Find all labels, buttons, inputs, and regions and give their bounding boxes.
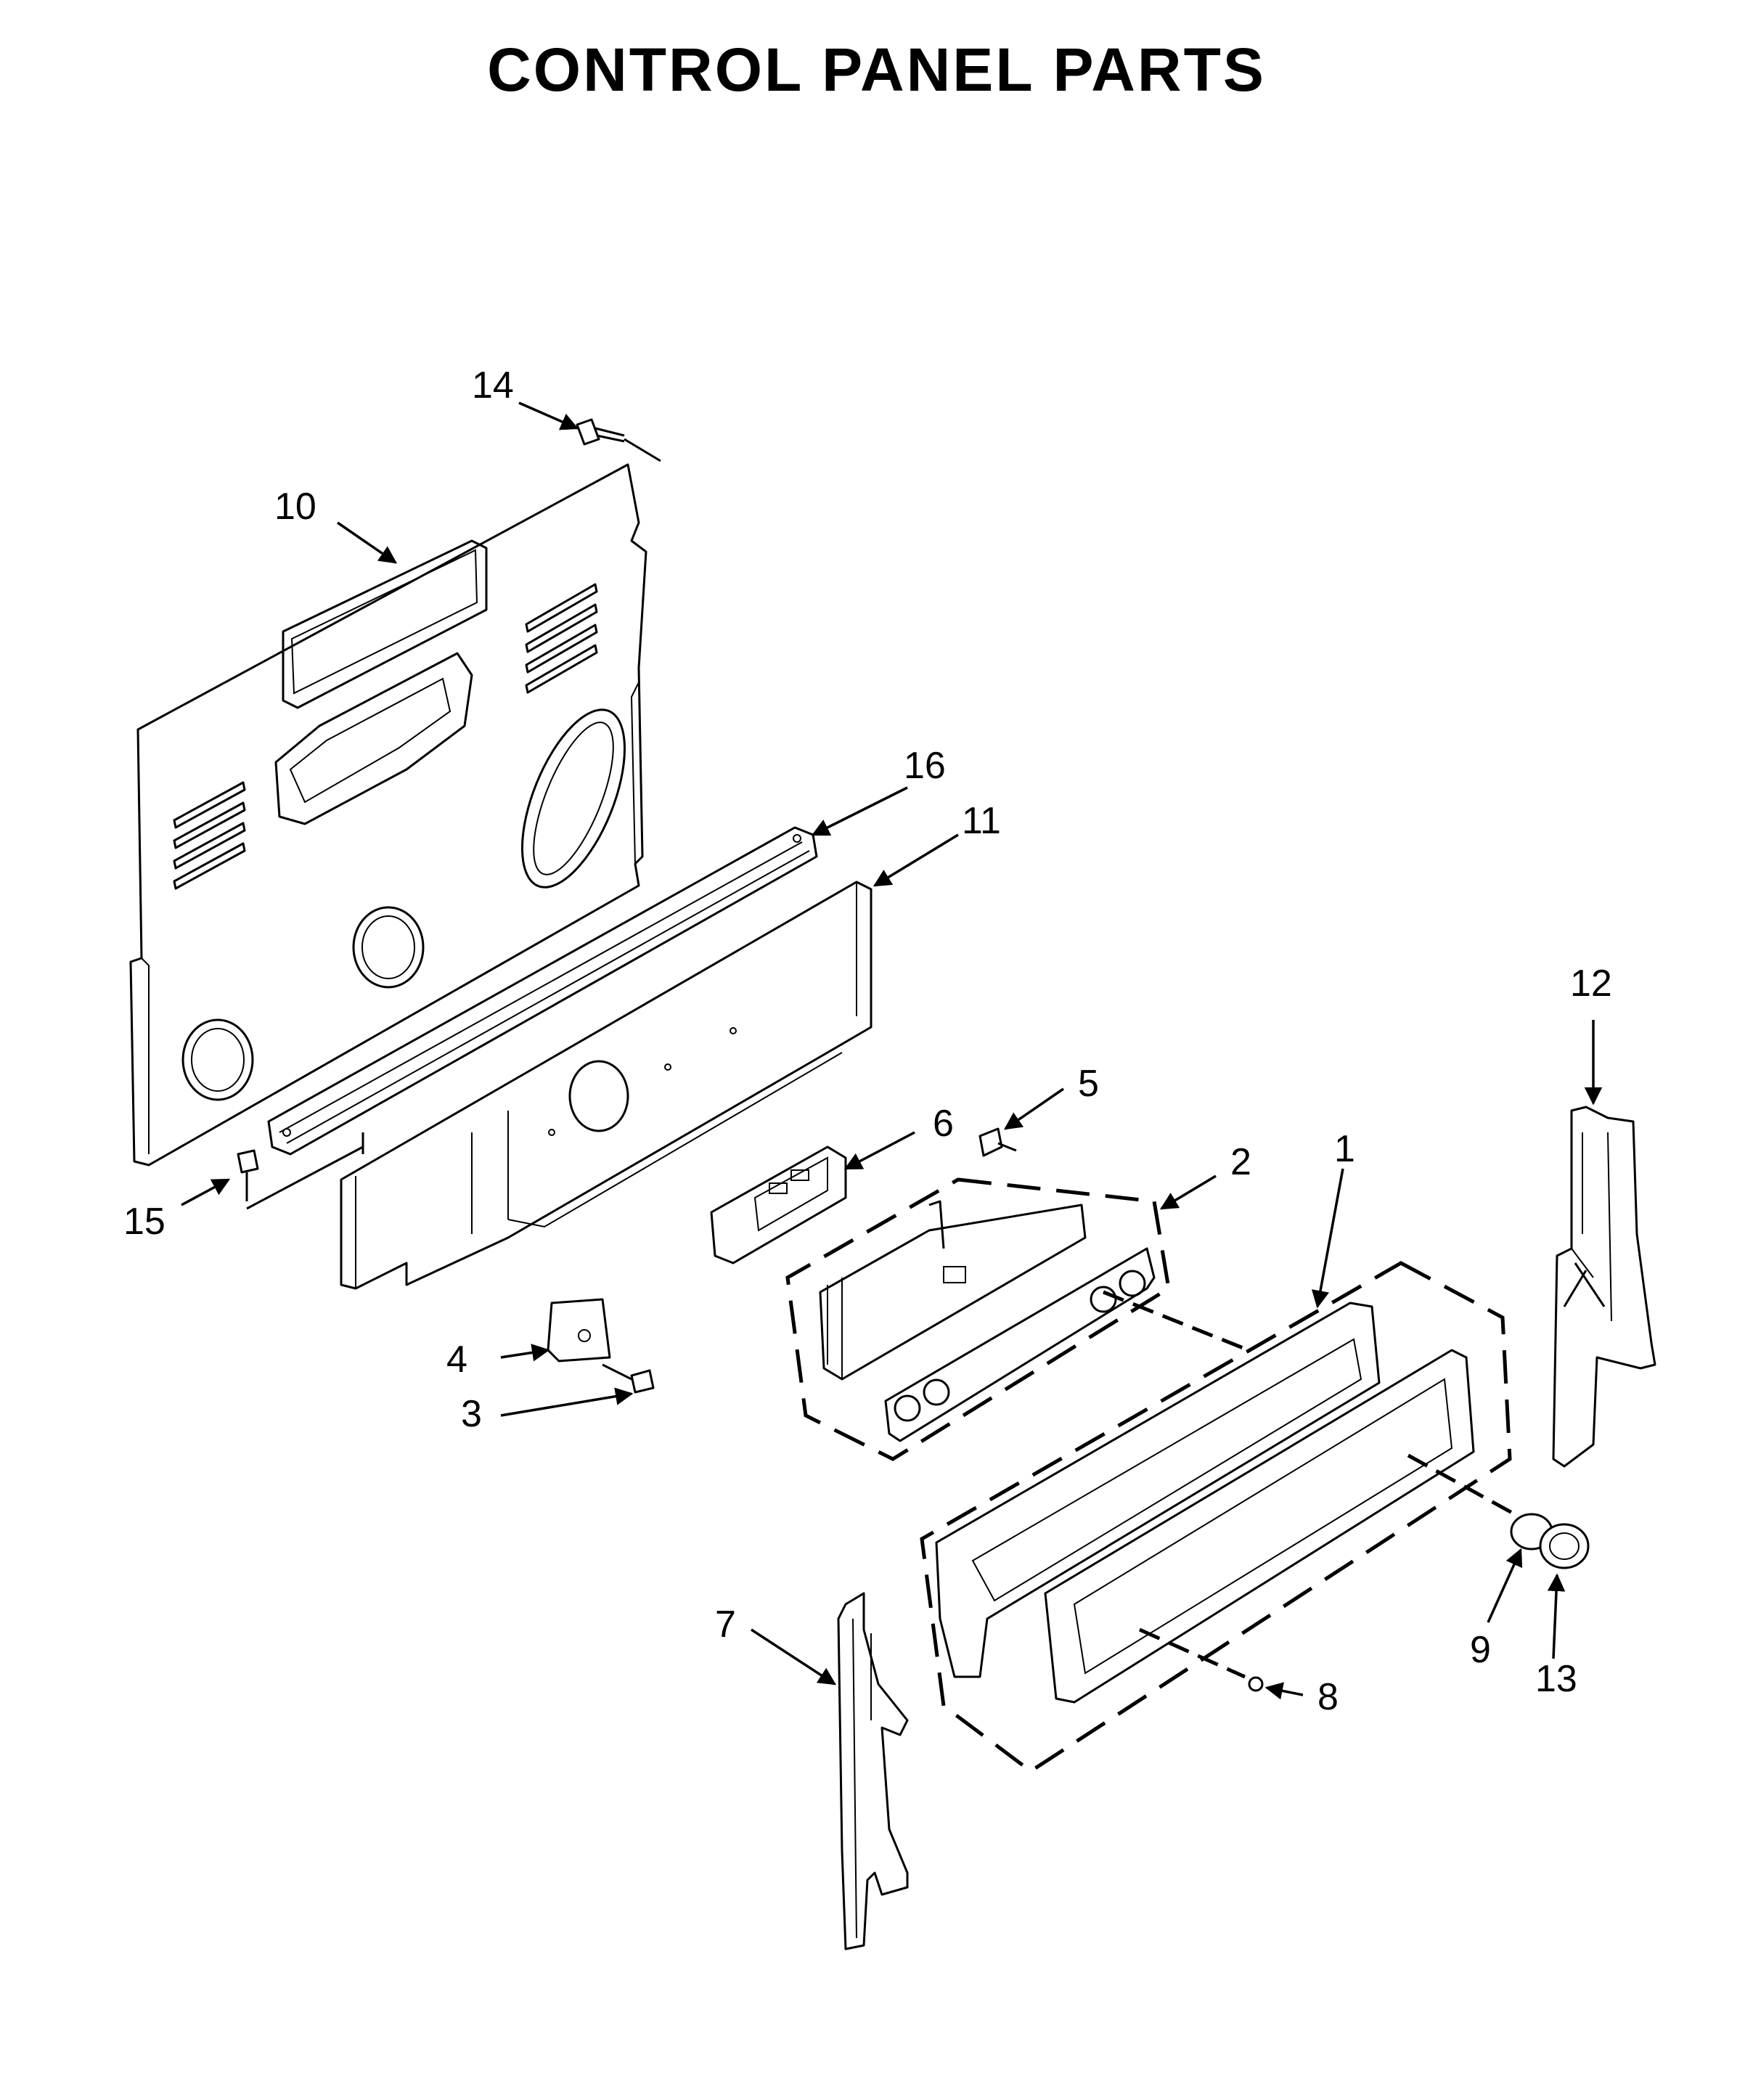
- callout-14: 14: [472, 364, 514, 406]
- callout-8: 8: [1317, 1676, 1339, 1718]
- leader-8: [1264, 1682, 1304, 1700]
- callout-labels: 14 10 16 11 12 5 6 2 1 15 4 3 7 8 9 13: [123, 364, 1612, 1718]
- callout-6: 6: [933, 1103, 954, 1145]
- vent-slots-upper: [525, 583, 598, 694]
- callout-16: 16: [904, 745, 946, 787]
- part-14-screw: [576, 418, 661, 462]
- leader-11: [873, 833, 959, 887]
- callout-1: 1: [1334, 1128, 1355, 1170]
- control-panel-trim: [1044, 1349, 1475, 1704]
- part-10-console-back-panel: [129, 463, 647, 1167]
- alignment-line: [1103, 1290, 1249, 1352]
- callout-12: 12: [1570, 963, 1612, 1005]
- callout-10: 10: [274, 486, 316, 528]
- part-5-switch: [978, 1127, 1017, 1157]
- part-16-channel-strip: [267, 826, 818, 1156]
- callout-13: 13: [1535, 1658, 1577, 1700]
- leader-13: [1547, 1573, 1566, 1659]
- callout-5: 5: [1078, 1063, 1099, 1105]
- callout-2: 2: [1230, 1141, 1251, 1183]
- leader-lines: [181, 401, 1603, 1700]
- part-1-control-panel-frame: [935, 1302, 1381, 1678]
- part-11-support-bracket: [246, 881, 873, 1290]
- part-15-screw: [237, 1149, 259, 1201]
- leader-5: [1003, 1087, 1064, 1130]
- part-8-screw: [1248, 1676, 1264, 1692]
- callout-15: 15: [123, 1201, 166, 1243]
- part-7-left-end-cap: [837, 1592, 909, 1950]
- callout-11: 11: [962, 800, 1001, 842]
- leader-14: [518, 401, 579, 430]
- callout-9: 9: [1470, 1629, 1491, 1671]
- callout-4: 4: [446, 1339, 467, 1381]
- part-3-screw: [602, 1363, 655, 1394]
- callout-7: 7: [715, 1603, 736, 1646]
- callout-3: 3: [461, 1393, 482, 1435]
- leader-6: [843, 1131, 915, 1170]
- part-6-electronic-control-board: [710, 1145, 847, 1265]
- leader-1: [1311, 1168, 1344, 1309]
- part-4-infinite-switch: [547, 1298, 611, 1362]
- vent-slots-lower: [173, 781, 246, 890]
- leader-4: [500, 1344, 550, 1362]
- alignment-line: [1407, 1453, 1515, 1516]
- leader-3: [500, 1387, 634, 1417]
- page-title: CONTROL PANEL PARTS: [487, 36, 1266, 104]
- leader-7: [751, 1628, 837, 1686]
- leader-10: [337, 521, 398, 564]
- leader-15: [181, 1178, 231, 1206]
- alignment-line: [1138, 1627, 1246, 1679]
- part-12-right-end-cap: [1552, 1106, 1656, 1468]
- part-2-control-panel-assembly: [785, 1177, 1171, 1461]
- leader-9: [1487, 1548, 1523, 1623]
- leader-2: [1159, 1174, 1217, 1210]
- leader-16: [811, 786, 908, 836]
- part-13-knob: [1539, 1523, 1590, 1569]
- part-1-control-panel-group: [920, 1261, 1512, 1774]
